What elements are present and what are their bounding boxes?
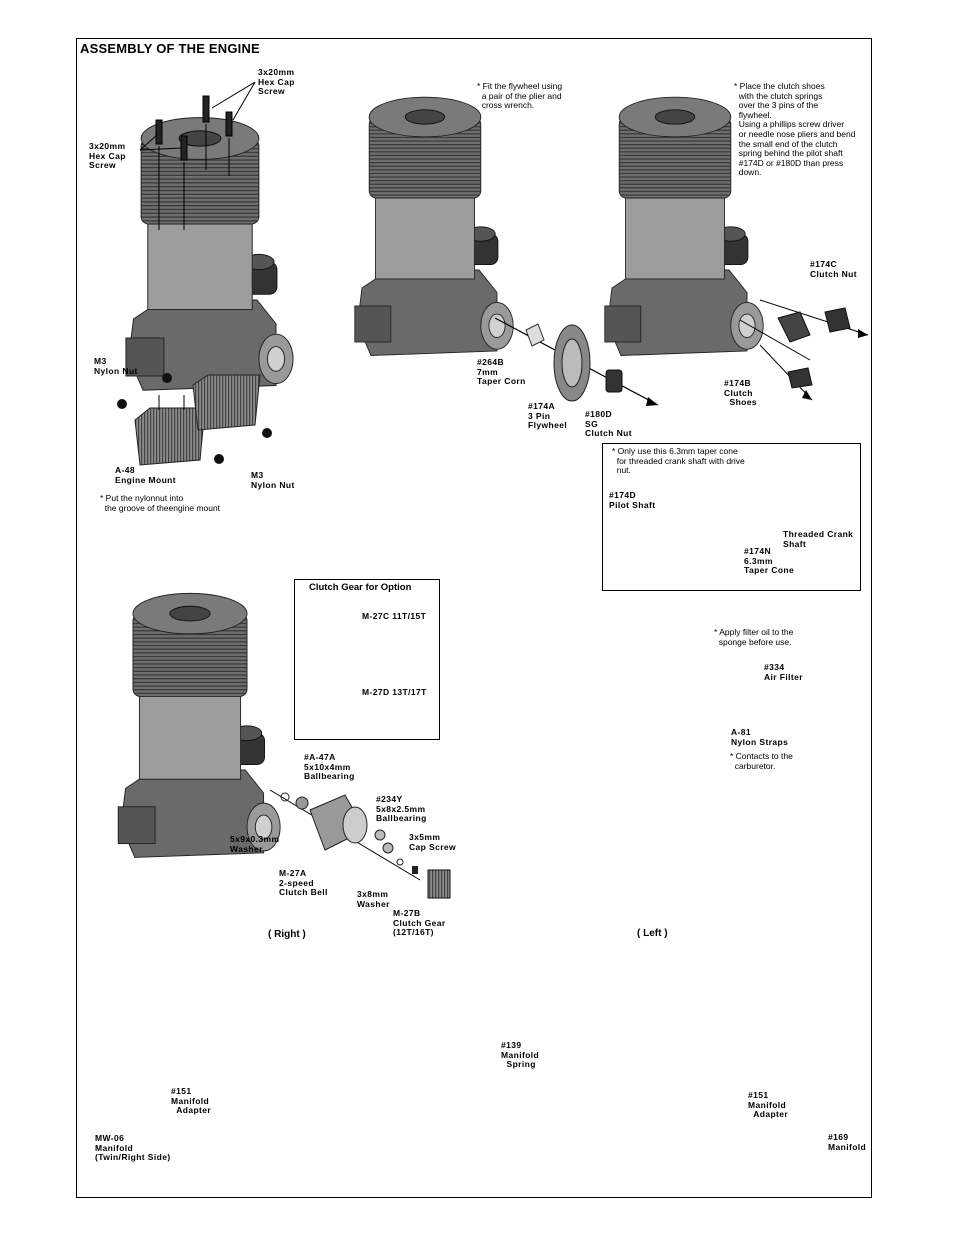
engine-mounts bbox=[117, 373, 272, 466]
label-clutch-bell: M-27A 2-speed Clutch Bell bbox=[279, 868, 328, 897]
engine-step4 bbox=[117, 592, 281, 858]
gear-option-2: M-27D 13T/17T bbox=[362, 687, 427, 697]
label-nylon-straps: A-81 Nylon Straps bbox=[731, 727, 789, 747]
flywheel-parts-step2 bbox=[494, 317, 659, 406]
engine-step1 bbox=[125, 117, 294, 391]
label-nylon-nut-left: M3 Nylon Nut bbox=[94, 356, 138, 376]
note-clutch-shoes: * Place the clutch shoes with the clutch… bbox=[734, 81, 856, 178]
label-manifold-adapter-right: #151 Manifold Adapter bbox=[171, 1086, 212, 1115]
label-manifold-right: MW-06 Manifold (Twin/Right Side) bbox=[95, 1133, 171, 1162]
label-sg-clutch-nut: #180D SG Clutch Nut bbox=[585, 409, 632, 438]
label-ballbearing-2: #234Y 5x8x2.5mm Ballbearing bbox=[376, 794, 427, 823]
label-cap-screw: 3x5mm Cap Screw bbox=[409, 832, 457, 852]
label-clutch-nut: #174C Clutch Nut bbox=[810, 259, 857, 279]
label-clutch-shoes: #174B Clutch Shoes bbox=[724, 378, 758, 407]
engine-step2 bbox=[354, 96, 514, 356]
label-threaded-crank: Threaded Crank Shaft bbox=[783, 529, 854, 549]
clutch-parts-step3 bbox=[739, 299, 869, 401]
page-frame bbox=[76, 38, 872, 1198]
note-taper-cone: * Only use this 6.3mm taper cone for thr… bbox=[612, 446, 745, 476]
note-nylon-nut: * Put the nylonnut into the groove of th… bbox=[100, 493, 221, 513]
label-engine-mount: A-48 Engine Mount bbox=[115, 465, 176, 485]
label-taper-corn: #264B 7mm Taper Corn bbox=[477, 357, 526, 386]
label-air-filter: #334 Air Filter bbox=[764, 662, 803, 682]
note-flywheel: * Fit the flywheel using a pair of the p… bbox=[477, 81, 563, 111]
label-flywheel: #174A 3 Pin Flywheel bbox=[528, 401, 568, 430]
taper-cone-option-box bbox=[602, 443, 861, 591]
note-filter-oil: * Apply filter oil to the sponge before … bbox=[714, 627, 794, 647]
label-clutch-gear: M-27B Clutch Gear (12T/16T) bbox=[393, 908, 446, 937]
hex-screws bbox=[139, 81, 256, 230]
label-left-side: ( Left ) bbox=[637, 928, 668, 939]
label-washer: 5x9x0.3mm Washer bbox=[230, 834, 280, 854]
label-ballbearing-1: #A-47A 5x10x4mm Ballbearing bbox=[304, 752, 355, 781]
gear-option-1: M-27C 11T/15T bbox=[362, 611, 427, 621]
gear-box-title: Clutch Gear for Option bbox=[309, 582, 412, 593]
label-hex-screw-top: 3x20mm Hex Cap Screw bbox=[258, 67, 295, 96]
label-taper-cone: #174N 6.3mm Taper Cone bbox=[744, 546, 795, 575]
page-title: ASSEMBLY OF THE ENGINE bbox=[80, 41, 260, 56]
label-right-side: ( Right ) bbox=[268, 929, 306, 940]
note-carburetor: * Contacts to the carburetor. bbox=[730, 751, 793, 771]
label-manifold-left: #169 Manifold bbox=[828, 1132, 867, 1152]
label-pilot-shaft: #174D Pilot Shaft bbox=[609, 490, 656, 510]
clutch-bell-parts bbox=[269, 789, 451, 899]
label-manifold-adapter-left: #151 Manifold Adapter bbox=[748, 1090, 789, 1119]
clutch-gear-option-box bbox=[294, 579, 440, 740]
label-nylon-nut-bottom: M3 Nylon Nut bbox=[251, 470, 295, 490]
label-washer-2: 3x8mm Washer bbox=[357, 889, 390, 909]
label-hex-screw-left: 3x20mm Hex Cap Screw bbox=[89, 141, 126, 170]
label-manifold-spring: #139 Manifold Spring bbox=[501, 1040, 540, 1069]
